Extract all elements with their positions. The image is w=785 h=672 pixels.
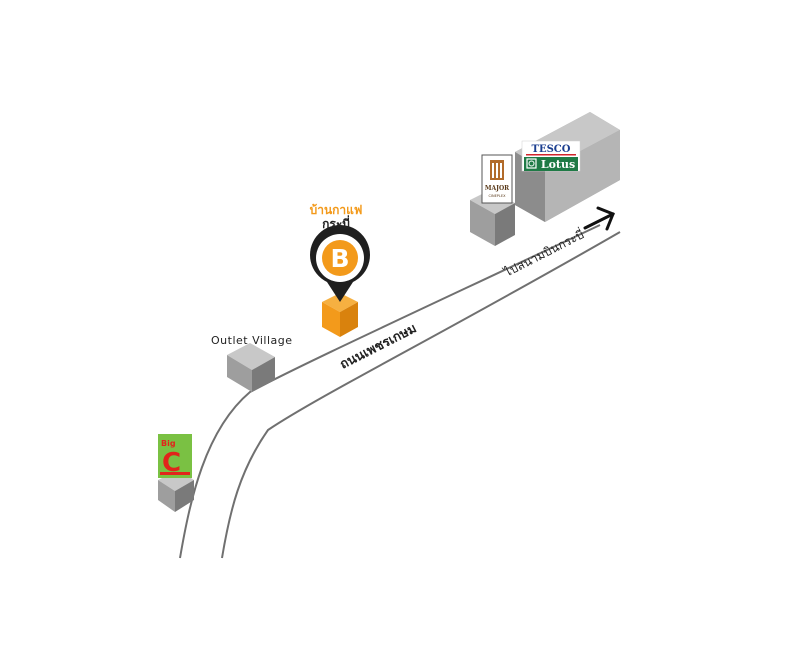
tesco-lotus-logo: TESCO Lotus (521, 140, 581, 172)
major-cineplex-logo: MAJOR CINEPLEX (481, 154, 513, 204)
outlet-village-label: Outlet Village (211, 334, 293, 347)
map-pin-icon[interactable]: B (310, 224, 370, 302)
arrow-right-icon (583, 206, 615, 231)
shop-name-line1: บ้านกาแฟ (310, 203, 363, 217)
bigc-logo-letter: C (162, 448, 181, 478)
tesco-logo-top: TESCO (532, 144, 571, 155)
bigc-building: Big C (158, 434, 194, 512)
shop-name-line2: กระบี่ (322, 215, 350, 231)
road (179, 224, 621, 559)
major-logo-text: MAJOR (485, 185, 510, 192)
major-building (470, 190, 515, 246)
shop-building (322, 293, 358, 337)
pin-letter: B (330, 244, 349, 273)
tesco-logo-bottom: Lotus (541, 158, 575, 171)
road-edge-upper (179, 224, 601, 559)
major-logo-sub: CINEPLEX (489, 194, 507, 198)
road-edge-lower (221, 231, 621, 559)
outlet-village-building (227, 343, 275, 392)
bigc-logo-top: Big (161, 439, 176, 448)
bigc-logo: Big C (158, 434, 192, 478)
